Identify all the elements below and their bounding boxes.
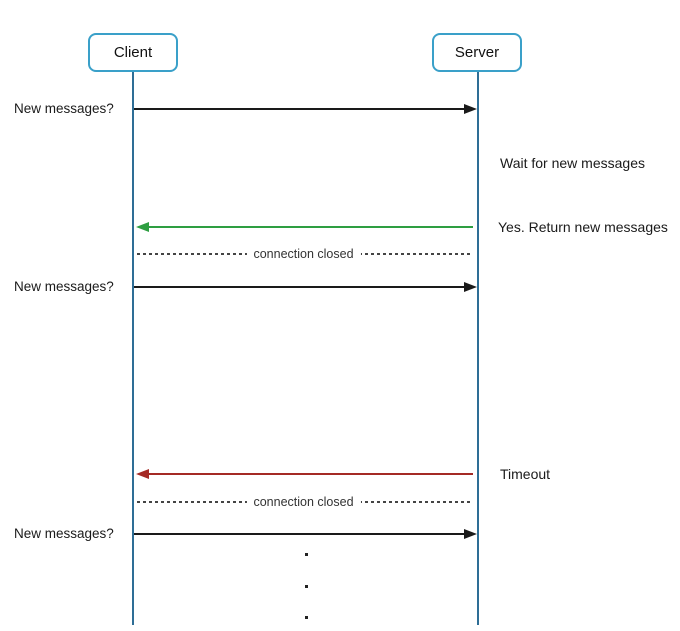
arrowhead-right-icon [464,282,477,292]
separator-connection-closed-2: connection closed [137,495,470,509]
separator-label: connection closed [246,247,361,261]
arrow-shaft [145,226,473,228]
separator-connection-closed-1: connection closed [137,247,470,261]
arrowhead-left-icon [136,222,149,232]
arrowhead-right-icon [464,529,477,539]
actor-box-client: Client [88,33,178,72]
message-label-new-messages-1: New messages? [14,101,114,116]
actor-box-server: Server [432,33,522,72]
message-label-new-messages-3: New messages? [14,526,114,541]
arrow-shaft [134,286,468,288]
message-arrow-request-3 [134,528,477,540]
message-arrow-timeout [136,468,473,480]
separator-label: connection closed [246,495,361,509]
ellipsis-dot [305,616,308,619]
actor-label-client: Client [113,44,153,61]
message-label-timeout: Timeout [500,466,551,482]
arrow-shaft [145,473,473,475]
ellipsis-dot [305,553,308,556]
message-label-return-new-messages: Yes. Return new messages [498,219,668,235]
arrowhead-left-icon [136,469,149,479]
message-arrow-request-2 [134,281,477,293]
note-wait-for-new-messages: Wait for new messages [500,155,645,171]
arrow-shaft [134,533,468,535]
message-arrow-success-response [136,221,473,233]
arrow-shaft [134,108,468,110]
lifeline-client [132,72,134,625]
lifeline-server [477,72,479,625]
ellipsis-dot [305,585,308,588]
message-label-new-messages-2: New messages? [14,279,114,294]
arrowhead-right-icon [464,104,477,114]
message-arrow-request-1 [134,103,477,115]
actor-label-server: Server [454,44,500,61]
